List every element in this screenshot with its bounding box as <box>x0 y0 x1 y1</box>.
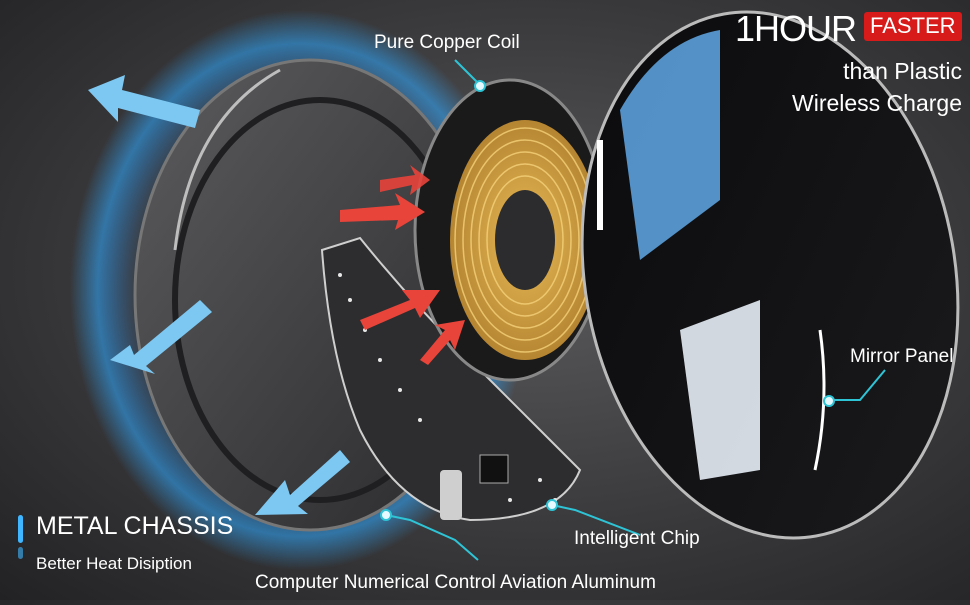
headline-line-2: than Plastic <box>843 58 962 84</box>
faster-badge: FASTER <box>864 12 962 41</box>
mirror-label: Mirror Panel <box>850 346 954 367</box>
mirror-panel <box>580 10 960 540</box>
usb-c-port <box>440 470 462 520</box>
headline-main: 1HOUR <box>735 8 857 49</box>
chip-icon <box>479 454 509 484</box>
accent-bar <box>18 515 23 543</box>
headline-line-3: Wireless Charge <box>792 90 962 116</box>
feature-title: METAL CHASSIS <box>36 512 234 540</box>
copper-coil <box>413 78 607 382</box>
circuit-board <box>320 236 582 522</box>
chip-label: Intelligent Chip <box>574 528 700 549</box>
callout-lines <box>385 59 886 561</box>
feature-subtitle: Better Heat Disiption <box>36 554 192 573</box>
cool-arrows <box>88 75 350 515</box>
accent-bar-small <box>18 547 23 559</box>
heat-arrows <box>340 165 465 365</box>
callout-dots <box>380 80 835 521</box>
coil-label: Pure Copper Coil <box>374 32 520 53</box>
aluminum-label: Computer Numerical Control Aviation Alum… <box>255 572 656 593</box>
